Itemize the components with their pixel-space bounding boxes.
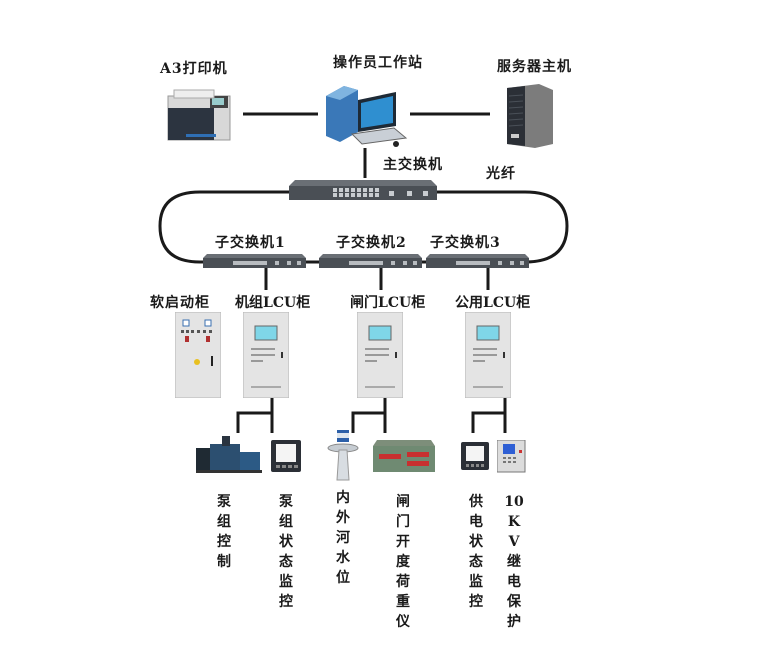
power-meter-icon [271,440,301,472]
gate-load-label: 闸门开度荷重仪 [396,494,410,630]
public-lcu-cabinet-label: 公用LCU柜 [455,295,531,311]
workstation-label: 操作员工作站 [333,55,423,71]
server-label: 服务器主机 [497,59,572,75]
printer-label: A3打印机 [160,61,228,77]
power-status-label: 供电状态监控 [469,494,483,610]
pump-control-label: 泵组控制 [217,494,231,570]
sub-switch-1-icon [203,254,306,268]
sub-switch-3-label: 子交换机3 [430,235,501,251]
sub-switch-3-icon [426,254,529,268]
lcu3-to-meter-line [471,398,507,433]
desktop-computer-icon [326,86,408,147]
gate-lcu-cabinet-icon [357,312,403,398]
unit-lcu-cabinet-icon [243,312,289,398]
soft-start-cabinet-label: 软启动柜 [150,295,210,311]
soft-start-cabinet-icon [175,312,221,398]
power-meter-icon [461,442,489,470]
public-lcu-cabinet-icon [465,312,511,398]
water-level-label: 内外河水位 [336,490,350,586]
main-switch-label: 主交换机 [383,157,443,173]
relay-protection-label-glyph: 护 [507,614,521,630]
sub-switch-2-icon [319,254,422,268]
pump-status-label: 泵组状态监控 [279,494,293,610]
lcu1-to-pump-line [236,398,274,433]
printer-icon [167,89,231,141]
gate-lcu-cabinet-label: 闸门LCU柜 [350,295,426,311]
pump-unit-icon [196,436,262,473]
relay-protection-label-glyph: 保 [507,594,521,610]
unit-lcu-cabinet-label: 机组LCU柜 [235,295,311,311]
fiber-ring-right [436,190,569,264]
relay-protection-icon [497,440,526,473]
relay-protection-label-glyph: KV [507,514,521,550]
server-tower-icon [507,84,553,148]
main-switch-icon [289,180,437,200]
relay-protection-label-glyph: 10 [504,494,524,510]
relay-protection-label-glyph: 电 [507,574,521,590]
fiber-label: 光纤 [486,166,516,182]
sub-switch-2-label: 子交换机2 [336,235,407,251]
fiber-ring-left [158,190,290,264]
sub-switch-1-label: 子交换机1 [215,235,286,251]
radar-level-sensor-icon [327,430,359,481]
lcu2-to-level-line [351,398,387,433]
gate-load-meter-icon [373,440,435,472]
relay-protection-label-glyph: 继 [507,554,521,570]
